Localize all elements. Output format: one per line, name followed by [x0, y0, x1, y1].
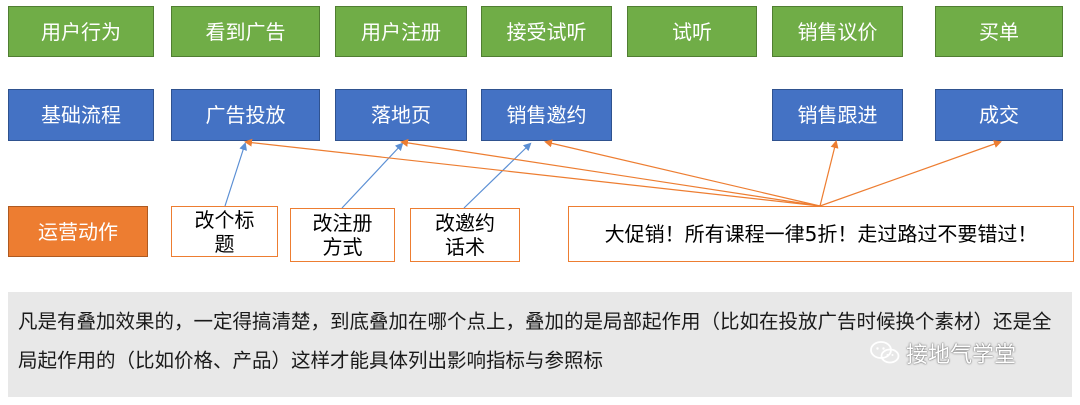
- user-behavior-row-label: 用户行为: [8, 6, 154, 57]
- step-sales-invitation: 销售邀约: [481, 89, 612, 141]
- promo-action: 大促销！所有课程一律5折！走过路过不要错过！: [568, 206, 1074, 262]
- action-change-title-line1: 改个标: [194, 207, 255, 232]
- step-trial: 试听: [627, 6, 757, 57]
- step-landing-page: 落地页: [335, 89, 467, 141]
- arrow-promo-to-deal: [819, 140, 1002, 207]
- arrow-promo-to-ad: [244, 138, 821, 207]
- step-purchase: 买单: [935, 6, 1063, 57]
- step-see-ad: 看到广告: [171, 6, 320, 57]
- arrow-promo-to-landing: [400, 138, 821, 207]
- action-change-invite-script-line2: 话术: [445, 235, 485, 259]
- arrow-promo-to-sales-followup: [819, 140, 839, 207]
- arrow-invite-to-sales-invite: [463, 142, 532, 209]
- basic-flow-row-label: 基础流程: [8, 89, 154, 141]
- action-change-register-method: 改注册 方式: [290, 208, 395, 262]
- operations-row-label: 运营动作: [8, 206, 148, 257]
- action-change-title-line2: 题: [214, 231, 235, 256]
- step-sales-negotiation: 销售议价: [772, 6, 903, 57]
- action-change-invite-script-line1: 改邀约: [435, 211, 495, 235]
- action-change-register-method-line1: 改注册: [312, 211, 373, 235]
- wechat-icon: [870, 341, 900, 364]
- action-change-title: 改个标 题: [171, 206, 278, 257]
- step-ad-placement: 广告投放: [171, 89, 320, 141]
- action-change-invite-script: 改邀约 话术: [410, 208, 520, 262]
- step-user-register: 用户注册: [335, 6, 467, 57]
- arrow-register-to-landing: [341, 142, 404, 209]
- arrow-promo-to-sales-invite: [544, 139, 821, 207]
- arrow-title-to-ad: [224, 142, 247, 207]
- watermark: 接地气学堂: [870, 336, 1070, 370]
- connector-arrows: [224, 138, 1002, 209]
- action-change-register-method-line2: 方式: [322, 235, 363, 259]
- watermark-text: 接地气学堂: [906, 343, 1017, 368]
- note-text: 凡是有叠加效果的，一定得搞清楚，到底叠加在哪个点上，叠加的是局部起作用（比如在投…: [8, 292, 1072, 397]
- step-accept-trial: 接受试听: [481, 6, 612, 57]
- step-sales-followup: 销售跟进: [772, 89, 903, 141]
